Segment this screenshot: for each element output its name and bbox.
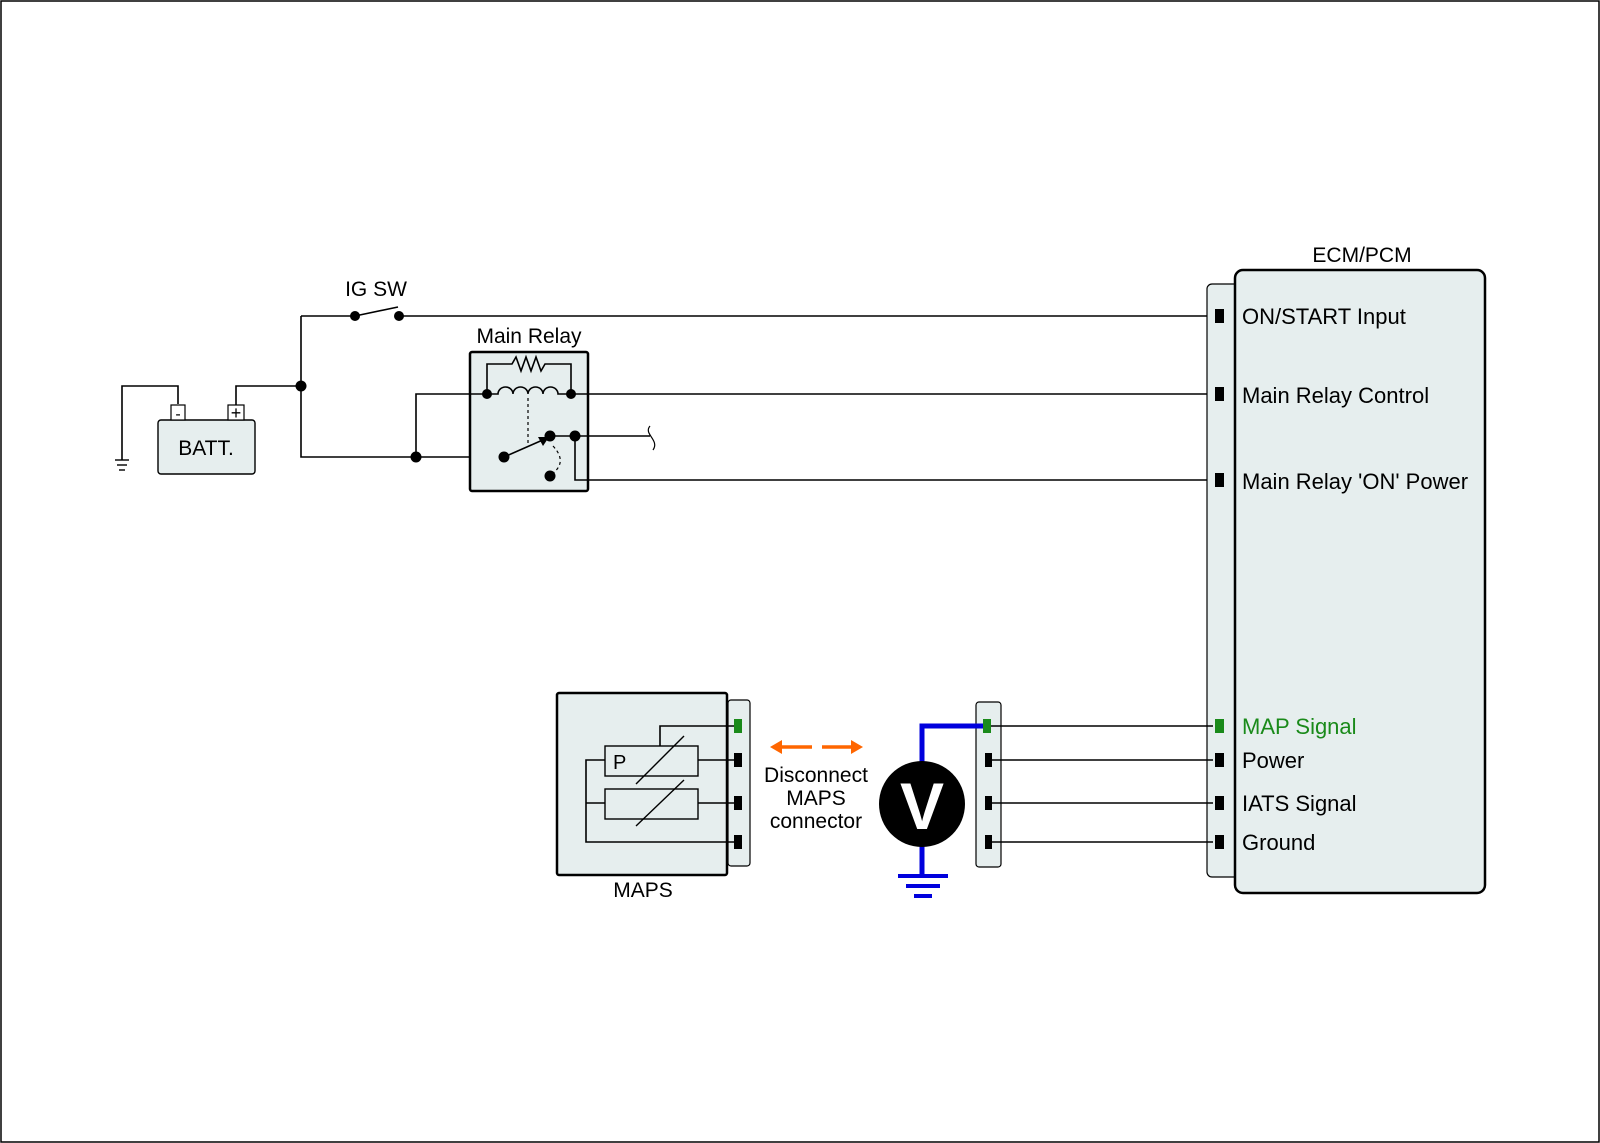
- battery-ground-icon: [115, 385, 179, 471]
- maps-label: MAPS: [613, 879, 673, 902]
- junction-dot: [295, 380, 307, 392]
- maps-box: [555, 691, 729, 877]
- harness-connector-strip: [975, 701, 1002, 868]
- battery-feed-wire: [300, 316, 508, 458]
- main-relay-label: Main Relay: [476, 325, 582, 348]
- voltmeter-icon: [879, 761, 965, 847]
- battery-positive-sign: +: [231, 403, 242, 423]
- battery-positive-wire: [235, 385, 301, 405]
- voltmeter: V: [879, 723, 983, 898]
- ecm-pin-main-relay-control: Main Relay Control: [1242, 383, 1429, 408]
- ecm-pin-terminal: [1215, 796, 1224, 810]
- instruction-line-3: connector: [770, 810, 862, 833]
- ecm-pin-terminal: [1215, 309, 1224, 323]
- ecm-pin-terminal-active: [1215, 719, 1224, 733]
- ecm-pin-main-relay-on-power: Main Relay 'ON' Power: [1242, 469, 1468, 494]
- disconnect-instruction: Disconnect MAPS connector: [764, 764, 868, 833]
- relay-coil-feed-wire: [415, 393, 487, 457]
- ecm-pin-on-start-input: ON/START Input: [1242, 304, 1406, 329]
- harness-connector: [975, 701, 1002, 868]
- instruction-line-1: Disconnect: [764, 764, 868, 787]
- maps-sensor: P MAPS: [555, 691, 751, 902]
- battery-negative-terminal: [170, 404, 186, 421]
- main-relay: Main Relay: [468, 325, 590, 493]
- maps-sensor-letter: P: [613, 752, 626, 774]
- ecm-pin-map-signal: MAP Signal: [1242, 714, 1357, 739]
- voltmeter-symbol: V: [900, 769, 944, 843]
- battery: - + BATT.: [157, 403, 256, 475]
- main-relay-on-power-wire: [574, 436, 1213, 481]
- instruction-line-2: MAPS: [786, 787, 846, 810]
- battery-negative-sign: -: [175, 406, 180, 423]
- ecm-pin-terminal: [1215, 473, 1224, 487]
- pressure-element: [604, 745, 699, 777]
- ecm-pin-power: Power: [1242, 748, 1304, 773]
- ecm-pcm: ECM/PCM ON/START Input Main Relay Contro…: [1206, 244, 1487, 895]
- battery-body: [157, 419, 256, 475]
- ecm-pin-terminal: [1215, 387, 1224, 401]
- disconnect-arrows-icon: [770, 740, 863, 754]
- ecm-box: [1233, 268, 1487, 895]
- temperature-element: [604, 788, 699, 820]
- ecm-label: ECM/PCM: [1312, 244, 1411, 267]
- ecm-pin-terminal: [1215, 835, 1224, 849]
- ecm-pin-terminal: [1215, 753, 1224, 767]
- meter-positive-lead: [919, 723, 983, 764]
- wire-break-icon: [647, 425, 656, 451]
- ecm-pin-ground: Ground: [1242, 830, 1315, 855]
- ecm-pin-iats-signal: IATS Signal: [1242, 791, 1357, 816]
- battery-label: BATT.: [178, 437, 234, 460]
- ig-switch-label: IG SW: [345, 278, 407, 301]
- ig-switch: IG SW: [301, 278, 407, 321]
